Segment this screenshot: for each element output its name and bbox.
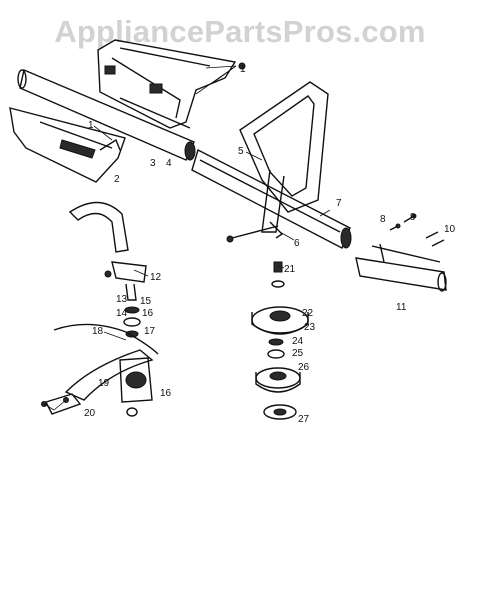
- callout-20: 20: [84, 408, 96, 419]
- part-gear-housing: [119, 357, 153, 417]
- part-bolt: [226, 221, 284, 243]
- part-handle-tube: [191, 148, 352, 249]
- callout-23: 23: [304, 322, 316, 333]
- callout-8: 8: [380, 214, 386, 225]
- callout-9: 9: [410, 212, 416, 223]
- callout-16a: 16: [142, 308, 154, 319]
- callout-11: 11: [396, 302, 407, 313]
- callout-12: 12: [150, 272, 162, 283]
- callout-1: 1: [240, 64, 246, 75]
- callout-22: 22: [302, 308, 314, 319]
- callout-3: 3: [150, 158, 156, 169]
- part-curved-shaft: [68, 201, 129, 253]
- callout-4: 4: [166, 158, 172, 169]
- callout-17: 17: [144, 326, 156, 337]
- part-right-clamp: [355, 243, 447, 292]
- callout-5: 5: [238, 146, 244, 157]
- callout-21: 21: [284, 264, 296, 275]
- callout-10: 10: [444, 224, 456, 235]
- part-guard: [53, 323, 159, 401]
- callout-13: 13: [116, 294, 128, 305]
- callout-15: 15: [140, 296, 152, 307]
- callout-6: 6: [294, 238, 300, 249]
- callout-25: 25: [292, 348, 304, 359]
- leader-lines: [43, 65, 331, 411]
- callout-14: 14: [116, 308, 128, 319]
- part-gearhead: [104, 261, 147, 338]
- part-screws: [389, 213, 445, 247]
- part-clamp: [9, 107, 126, 183]
- callout-1b: 1: [88, 120, 94, 131]
- part-upper-bracket: [97, 39, 246, 129]
- callout-27: 27: [298, 414, 310, 425]
- part-handle-frame: [239, 81, 329, 233]
- watermark-text: AppliancePartsPros.com: [54, 14, 426, 49]
- callout-16b: 16: [160, 388, 172, 399]
- callout-24: 24: [292, 336, 304, 347]
- callout-7: 7: [336, 198, 342, 209]
- callout-18: 18: [92, 326, 104, 337]
- part-drive-tube: [17, 69, 196, 161]
- callout-2: 2: [114, 174, 120, 185]
- callout-19: 19: [98, 378, 110, 389]
- callout-26: 26: [298, 362, 310, 373]
